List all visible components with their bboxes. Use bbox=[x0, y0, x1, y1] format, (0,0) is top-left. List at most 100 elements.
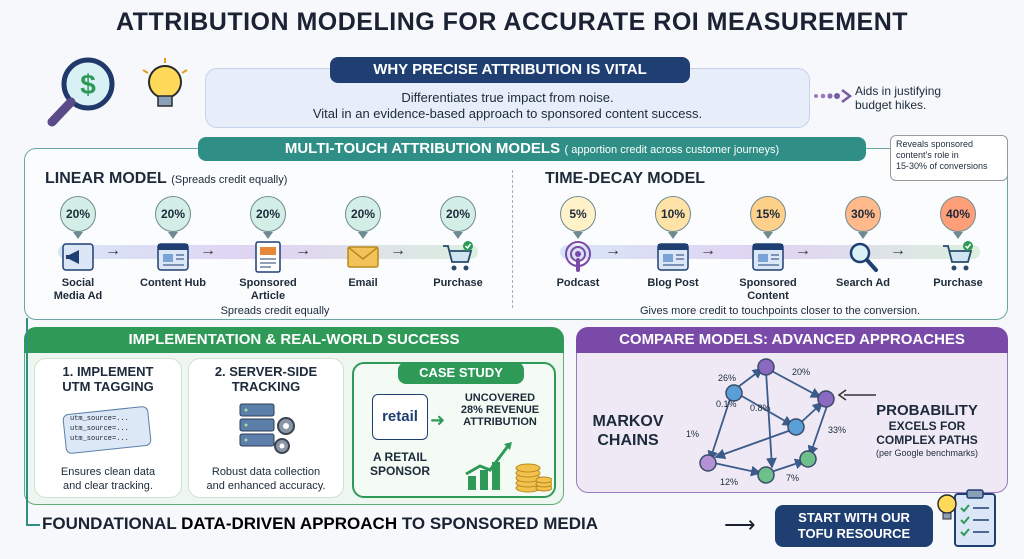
case-result: UNCOVERED 28% REVENUE ATTRIBUTION bbox=[448, 392, 552, 428]
linear-step: 20%Email bbox=[323, 196, 403, 290]
markov-line-2: CHAINS bbox=[597, 432, 659, 449]
footer-text-b: DATA-DRIVEN APPROACH bbox=[181, 514, 398, 533]
compare-panel bbox=[576, 333, 1008, 493]
timedecay-step: 10%Blog Post bbox=[633, 196, 713, 290]
linear-title-note: (Spreads credit equally) bbox=[171, 174, 288, 186]
page-title: ATTRIBUTION MODELING FOR ACCURATE ROI ME… bbox=[115, 8, 909, 36]
footer-connector-h bbox=[26, 524, 40, 526]
megaphone-icon bbox=[60, 239, 96, 275]
cta-line-2: TOFU RESOURCE bbox=[797, 526, 911, 541]
markov-node bbox=[699, 454, 717, 472]
flow-arrow-icon: → bbox=[105, 242, 121, 259]
bubble-tail bbox=[953, 232, 963, 239]
step-label-line-1: Email bbox=[348, 277, 378, 289]
bubble-tail bbox=[168, 232, 178, 239]
bubble-tail bbox=[668, 232, 678, 239]
server-desc-line-2: and enhanced accuracy. bbox=[206, 480, 326, 492]
why-text: Differentiates true impact from noise. V… bbox=[215, 90, 800, 122]
step-label-line-1: Purchase bbox=[433, 277, 483, 289]
markov-line-1: MARKOV bbox=[592, 413, 664, 430]
step-label-line-1: Social bbox=[61, 277, 95, 289]
server-title: 2. SERVER-SIDE TRACKING bbox=[188, 364, 344, 394]
step-label-line-1: Sponsored bbox=[739, 277, 797, 289]
bubble-tail bbox=[858, 232, 868, 239]
flow-arrow-icon: → bbox=[890, 242, 906, 259]
edge-label: 0.1% bbox=[716, 399, 737, 409]
credit-bubble: 20% bbox=[155, 196, 191, 232]
edge-label: 7% bbox=[786, 473, 799, 483]
timedecay-step: 40%Purchase bbox=[918, 196, 998, 290]
bubble-tail bbox=[73, 232, 83, 239]
case-result-line-3: ATTRIBUTION bbox=[463, 416, 537, 428]
case-sponsor-line-1: A RETAIL bbox=[373, 450, 427, 464]
edge-label: 33% bbox=[828, 425, 846, 435]
footer-arrow-icon: ⟶ bbox=[724, 512, 756, 537]
footer-connector bbox=[26, 318, 28, 524]
edge-label: 1% bbox=[686, 429, 699, 439]
bubble-tail bbox=[358, 232, 368, 239]
cart-icon bbox=[440, 239, 476, 275]
markov-network: 26% 20% 0.1% 0.8% 1% 33% 12% 7% bbox=[686, 358, 846, 487]
bubble-tail bbox=[573, 232, 583, 239]
browser-icon bbox=[750, 239, 786, 275]
footer-text-a: FOUNDATIONAL bbox=[42, 514, 182, 533]
linear-step: 20% Content Hub bbox=[133, 196, 213, 290]
implementation-header: IMPLEMENTATION & REAL-WORLD SUCCESS bbox=[24, 327, 564, 353]
markov-edge bbox=[807, 402, 829, 457]
checklist-bulb-icon bbox=[935, 488, 1005, 550]
edge-label: 20% bbox=[792, 367, 810, 377]
side-note-line-1: Aids in justifying bbox=[855, 84, 942, 98]
why-side-note: Aids in justifying budget hikes. bbox=[855, 84, 995, 112]
magnifier-dollar-icon: $ bbox=[40, 52, 120, 132]
step-label-line-1: Content Hub bbox=[140, 277, 206, 289]
utm-desc: Ensures clean data and clear tracking. bbox=[34, 465, 182, 493]
multi-header-text: MULTI-TOUCH ATTRIBUTION MODELS bbox=[284, 140, 561, 157]
utm-title-line-1: 1. IMPLEMENT bbox=[62, 364, 154, 379]
markov-node bbox=[799, 450, 817, 468]
cta-button[interactable]: START WITH OUR TOFU RESOURCE bbox=[775, 505, 933, 547]
credit-bubble: 15% bbox=[750, 196, 786, 232]
multi-touch-header: MULTI-TOUCH ATTRIBUTION MODELS ( apporti… bbox=[198, 137, 866, 161]
step-label-line-2: Content bbox=[747, 290, 789, 302]
browser-icon bbox=[155, 239, 191, 275]
step-label-line-1: Purchase bbox=[933, 277, 983, 289]
bubble-tail bbox=[263, 232, 273, 239]
edge-label: 26% bbox=[718, 373, 736, 383]
step-label: Podcast bbox=[538, 277, 618, 290]
credit-bubble: 10% bbox=[655, 196, 691, 232]
linear-step: 20%Purchase bbox=[418, 196, 498, 290]
case-sponsor-line-2: SPONSOR bbox=[369, 464, 430, 478]
side-note-line-2: budget hikes. bbox=[855, 98, 927, 112]
step-label: Email bbox=[323, 277, 403, 290]
markov-node bbox=[757, 466, 775, 484]
prob-arrow-icon bbox=[837, 388, 878, 402]
case-sponsor: A RETAIL SPONSOR bbox=[360, 450, 440, 478]
prob-note: (per Google benchmarks) bbox=[875, 448, 979, 458]
callout-line-3: 15-30% of conversions bbox=[896, 161, 988, 171]
callout-line-1: Reveals sponsored bbox=[896, 139, 974, 149]
growth-coins-icon bbox=[460, 438, 553, 494]
linear-title-text: LINEAR MODEL bbox=[45, 170, 167, 187]
credit-bubble: 5% bbox=[560, 196, 596, 232]
step-label-line-1: Search Ad bbox=[835, 277, 890, 289]
server-title-line-1: 2. SERVER-SIDE bbox=[214, 364, 318, 379]
probability-block: PROBABILITY EXCELS FOR COMPLEX PATHS (pe… bbox=[852, 402, 1002, 459]
bubble-tail bbox=[763, 232, 773, 239]
cart-icon bbox=[940, 239, 976, 275]
why-line-2: Vital in an evidence-based approach to s… bbox=[312, 106, 703, 121]
credit-bubble: 20% bbox=[250, 196, 286, 232]
utm-tag-icon: utm_source=... utm_source=... utm_source… bbox=[62, 404, 154, 455]
utm-desc-line-2: and clear tracking. bbox=[63, 480, 153, 492]
footer-statement: FOUNDATIONAL DATA-DRIVEN APPROACH TO SPO… bbox=[42, 514, 598, 534]
flow-arrow-icon: → bbox=[605, 242, 621, 259]
retail-logo: retail bbox=[372, 394, 428, 440]
utm-desc-line-1: Ensures clean data bbox=[60, 466, 156, 478]
markov-node bbox=[725, 384, 743, 402]
step-label: Search Ad bbox=[823, 277, 903, 290]
multi-touch-panel bbox=[24, 148, 1008, 320]
markov-edge bbox=[739, 394, 794, 426]
